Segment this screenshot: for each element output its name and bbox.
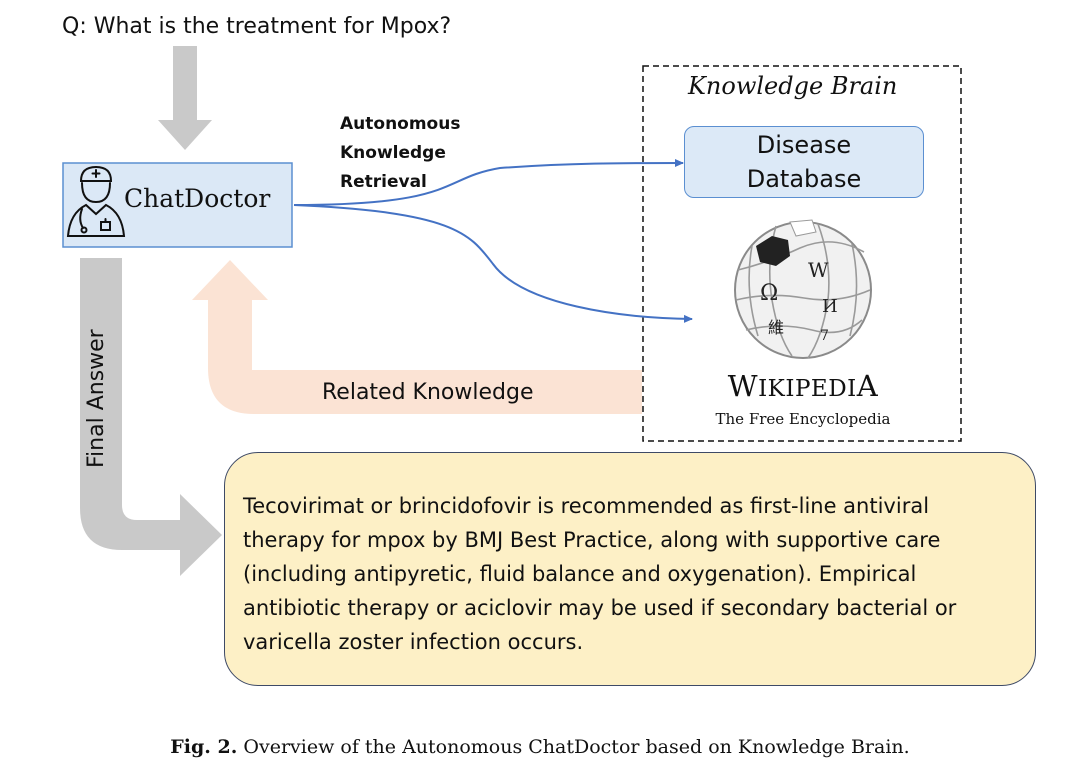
retrieval-arrow-to-database (293, 159, 684, 206)
globe-glyph: Ω (760, 281, 778, 306)
wikipedia-globe-icon (734, 219, 872, 359)
related-knowledge-arrow (192, 260, 642, 414)
related-knowledge-label: Related Knowledge (322, 380, 534, 405)
disease-database-box: Disease Database (684, 126, 924, 198)
figure-caption: Fig. 2. Overview of the Autonomous ChatD… (0, 736, 1080, 758)
wikipedia-wordmark: WIKIPEDIA (727, 369, 879, 403)
globe-glyph: W (808, 258, 829, 282)
final-answer-arrow (80, 258, 222, 576)
knowledge-brain-border (642, 65, 962, 442)
final-answer-label: Final Answer (84, 329, 109, 468)
final-answer-box: Tecovirimat or brincidofovir is recommen… (224, 452, 1036, 686)
knowledge-brain-title: Knowledge Brain (688, 72, 898, 100)
retrieval-arrow-to-wikipedia (293, 204, 693, 323)
globe-glyph: 7 (820, 328, 829, 344)
caption-label: Fig. 2. (170, 736, 238, 758)
chatdoctor-box (62, 162, 293, 248)
question-text: Q: What is the treatment for Mpox? (62, 14, 452, 39)
globe-glyph: 維 (768, 318, 784, 337)
question-arrow (158, 46, 212, 150)
wikipedia-subtitle: The Free Encyclopedia (715, 410, 891, 428)
doctor-icon (66, 165, 126, 237)
chatdoctor-label: ChatDoctor (124, 184, 271, 213)
globe-glyph: И (822, 296, 838, 317)
caption-text: Overview of the Autonomous ChatDoctor ba… (243, 736, 910, 758)
